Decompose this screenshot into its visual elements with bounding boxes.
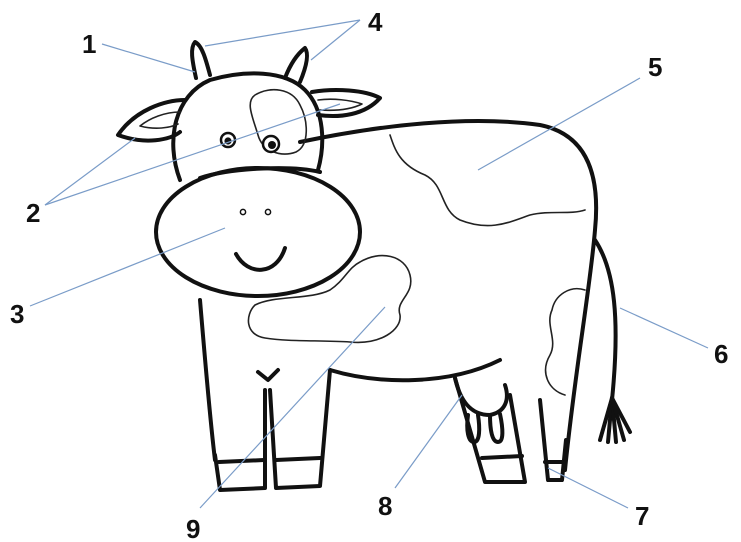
horn-left: [192, 42, 210, 78]
leader-line-6: [620, 308, 708, 348]
eye-left: [221, 133, 235, 147]
leader-line-9: [200, 307, 385, 508]
label-6: 6: [714, 339, 728, 369]
number-labels: 1 2 3 4 5 6 7 8 9: [10, 7, 728, 542]
leg-split: [258, 370, 278, 380]
tail-tuft: [600, 398, 630, 442]
cow-body: [300, 121, 596, 470]
tail: [595, 240, 616, 400]
eye-right: [263, 136, 279, 152]
udder-teat-2: [490, 414, 502, 442]
leader-line-4b: [311, 20, 360, 60]
cow-drawing: [118, 42, 630, 490]
leader-line-1: [102, 44, 195, 72]
leader-line-2b: [45, 104, 340, 205]
leader-line-5: [478, 78, 640, 170]
label-3: 3: [10, 299, 24, 329]
cow-mouth: [236, 248, 285, 270]
label-8: 8: [378, 491, 392, 521]
label-1: 1: [82, 29, 96, 59]
cow-belly: [330, 360, 500, 380]
label-2: 2: [26, 198, 40, 228]
leader-line-2a: [45, 138, 135, 205]
front-hoof-line-left: [219, 460, 264, 462]
horn-right: [285, 48, 307, 82]
cow-muzzle: [156, 168, 360, 296]
body-spot-chest: [248, 256, 410, 343]
ear-left-inner: [140, 112, 180, 128]
leader-line-3: [30, 228, 225, 306]
label-7: 7: [635, 501, 649, 531]
label-9: 9: [186, 514, 200, 542]
nostril-left: [240, 209, 245, 214]
leader-line-4a: [205, 20, 360, 46]
leader-line-7: [548, 468, 628, 508]
front-leg-left: [215, 390, 265, 490]
back-leg-right: [540, 400, 566, 480]
cow-head-top: [173, 73, 322, 180]
nostril-right: [265, 209, 270, 214]
body-spot-back: [390, 135, 585, 226]
cow-chest-line: [200, 300, 215, 460]
back-hoof-line-left: [482, 456, 522, 458]
label-4: 4: [368, 7, 383, 37]
front-hoof-line-right: [276, 458, 320, 460]
front-leg-right: [270, 370, 330, 488]
leader-line-8: [395, 395, 462, 488]
ear-right: [312, 90, 380, 116]
label-5: 5: [648, 52, 662, 82]
